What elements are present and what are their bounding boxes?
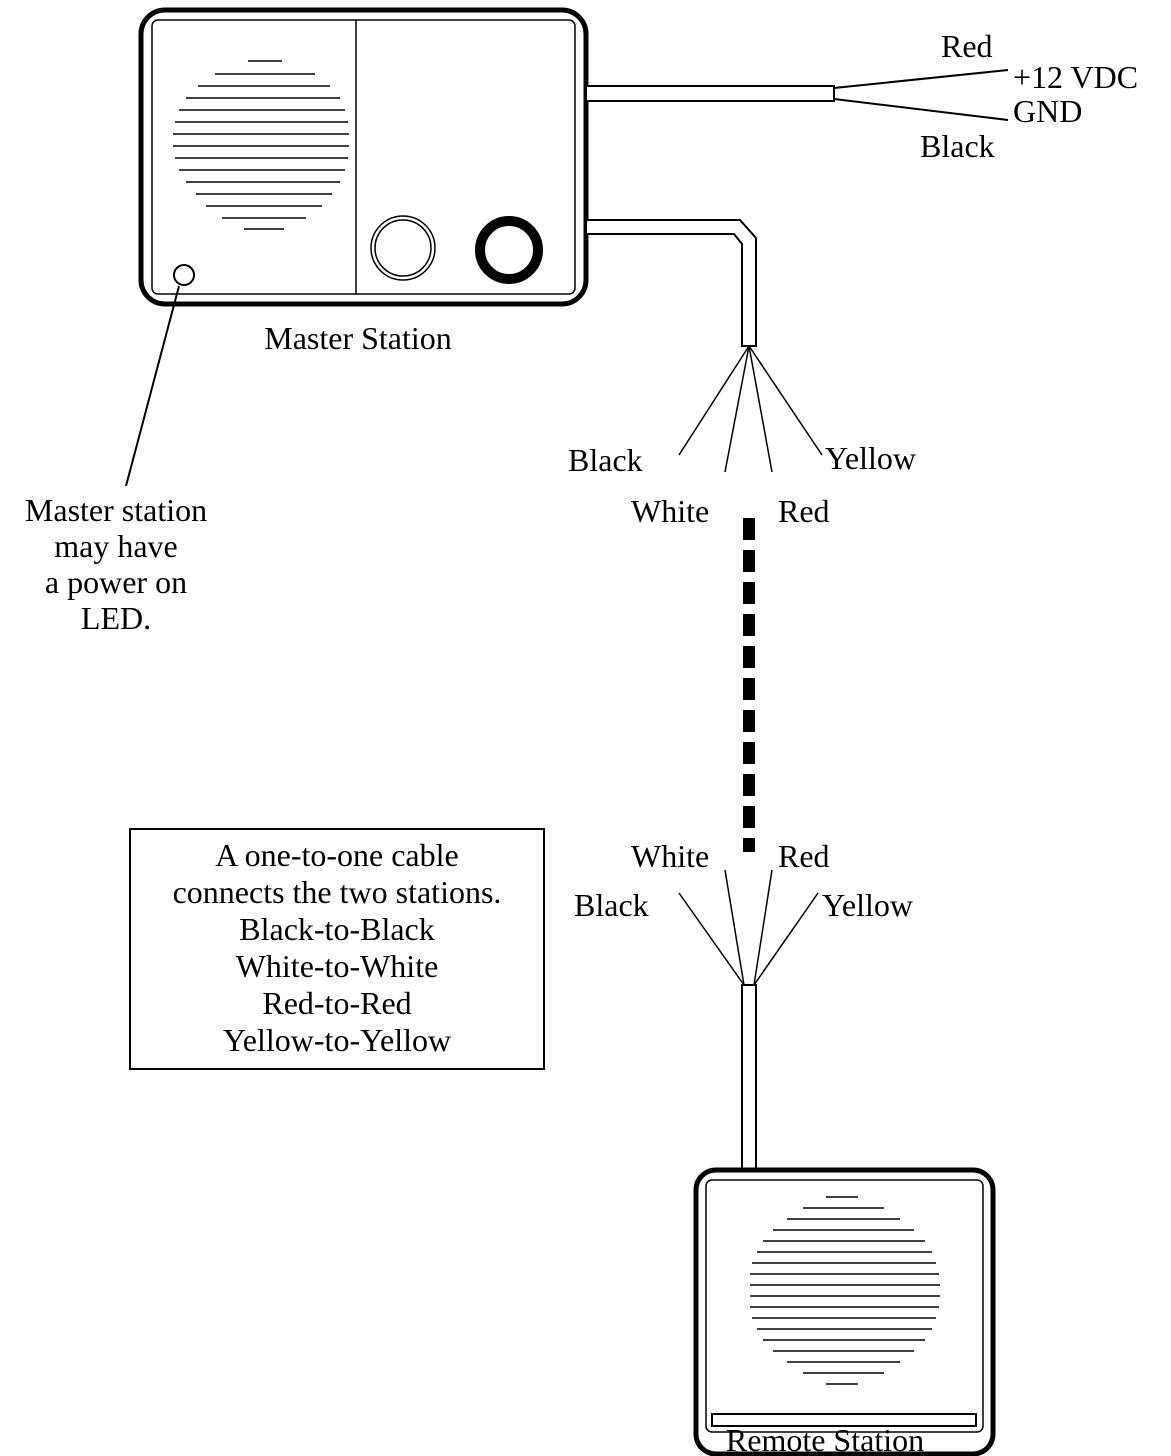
remote-intercom-cable xyxy=(678,869,819,1171)
master-cable-jacket xyxy=(585,219,757,347)
master-wire-white-label: White xyxy=(631,493,709,529)
remote-cable-wire-fan xyxy=(678,869,819,986)
power-wire-black-label: Black xyxy=(920,128,995,164)
master-cable-wire-fan xyxy=(678,345,823,473)
led-note-line-1: Master station xyxy=(25,492,207,528)
cable-note-box: A one-to-one cable connects the two stat… xyxy=(129,828,545,1070)
note-line-1: A one-to-one cable xyxy=(215,837,458,873)
note-line-4: White-to-White xyxy=(236,948,439,984)
power-cable xyxy=(585,69,1009,121)
note-line-3: Black-to-Black xyxy=(239,911,434,947)
remote-station-inner-bezel xyxy=(705,1179,984,1433)
note-line-2: connects the two stations. xyxy=(173,874,502,910)
master-wire-red-label: Red xyxy=(778,493,830,529)
master-station-housing xyxy=(138,7,589,307)
master-intercom-cable xyxy=(585,219,823,473)
remote-wire-black-label: Black xyxy=(574,887,649,923)
power-wire-black xyxy=(833,98,1009,121)
led-note-line-3: a power on xyxy=(45,564,187,600)
remote-station-base-strip xyxy=(711,1413,977,1427)
remote-cable-jacket xyxy=(741,984,757,1171)
power-led-icon xyxy=(173,264,195,286)
remote-wire-white-label: White xyxy=(631,838,709,874)
master-talk-button xyxy=(370,215,436,281)
remote-station-label: Remote Station xyxy=(726,1422,924,1456)
led-note: Master station may have a power on LED. xyxy=(25,492,207,636)
remote-wire-yellow-label: Yellow xyxy=(822,887,913,923)
power-cable-jacket xyxy=(585,85,835,102)
remote-station-housing xyxy=(693,1167,996,1456)
power-wire-red xyxy=(833,69,1009,89)
remote-speaker-grille-icon xyxy=(750,1196,940,1385)
master-station-inner-bezel xyxy=(151,19,576,295)
master-wire-black-label: Black xyxy=(568,442,643,478)
power-wire-red-function: +12 VDC xyxy=(1013,59,1138,95)
led-note-line-4: LED. xyxy=(81,600,151,636)
remote-wire-red-label: Red xyxy=(778,838,830,874)
led-note-line-2: may have xyxy=(54,528,178,564)
master-wire-yellow-label: Yellow xyxy=(825,440,916,476)
led-callout-line xyxy=(125,285,180,487)
master-station-label: Master Station xyxy=(264,320,452,356)
master-volume-knob-icon xyxy=(475,216,543,284)
remote-station xyxy=(693,1167,996,1456)
master-speaker-grille-icon xyxy=(173,60,349,230)
power-wire-red-label: Red xyxy=(941,28,993,64)
note-line-6: Yellow-to-Yellow xyxy=(223,1022,451,1058)
master-station xyxy=(138,7,589,307)
power-wire-black-function: GND xyxy=(1013,93,1082,129)
note-line-5: Red-to-Red xyxy=(262,985,411,1021)
